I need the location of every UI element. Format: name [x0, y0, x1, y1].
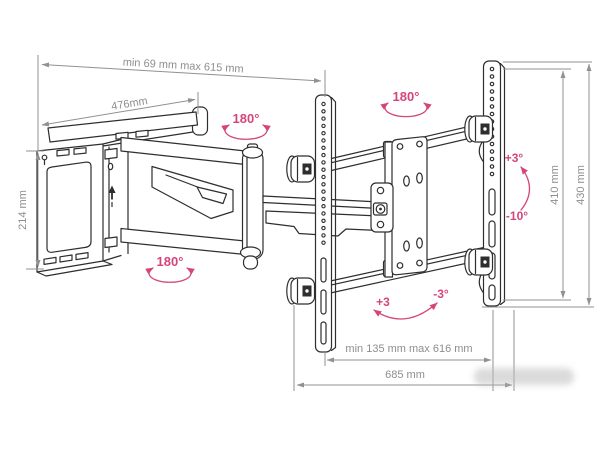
- rot-plate-label: 180°: [393, 89, 420, 104]
- tilt-arc-icon: [520, 166, 531, 211]
- keyhole-slot: [41, 154, 48, 161]
- blurred-watermark: [474, 368, 574, 385]
- roll-right-label: -3°: [433, 287, 449, 301]
- vesa-rail-right: [464, 60, 506, 307]
- spacer-knob: [464, 248, 494, 276]
- pivot-column: [241, 149, 264, 260]
- dimension-lines: min 69 mm max 615 mm 476mm 214 mm 410 mm…: [17, 55, 594, 391]
- tilt-up-label: +3°: [505, 151, 524, 165]
- tilt-down-label: -10°: [506, 209, 528, 223]
- vesa-rail-left: [286, 94, 337, 353]
- up-arrow-icon: [108, 185, 116, 208]
- rotation-arc-icon: [145, 267, 195, 283]
- dim-plate-height-label: 214 mm: [17, 190, 29, 230]
- spacer-knob: [286, 155, 316, 183]
- dim-rail-height-430-label: 430 mm: [575, 165, 587, 205]
- roll-left-label: +3: [376, 295, 390, 309]
- rot-arm-lower-label: 180°: [157, 254, 184, 269]
- rotation-arc-icon: [221, 124, 271, 140]
- roll-arc-icon: [373, 302, 438, 320]
- articulating-arm: [108, 136, 264, 270]
- dim-rail-height-410-label: 410 mm: [549, 165, 561, 205]
- rot-arm-upper-label: 180°: [233, 111, 260, 126]
- dim-arm-reach-label: 476mm: [110, 95, 148, 113]
- wall-plate: [36, 138, 129, 277]
- arm-plate-clamp: [370, 182, 394, 233]
- spacer-knob: [464, 115, 494, 143]
- rotation-annotations: 180° 180° 180° +3° -10° +3 -3°: [145, 89, 531, 320]
- rotation-arc-icon: [380, 102, 432, 118]
- dim-rail-span-label: min 135 mm max 616 mm: [345, 343, 472, 355]
- dim-overall-width-label: 685 mm: [385, 369, 425, 381]
- spacer-knob: [286, 277, 316, 305]
